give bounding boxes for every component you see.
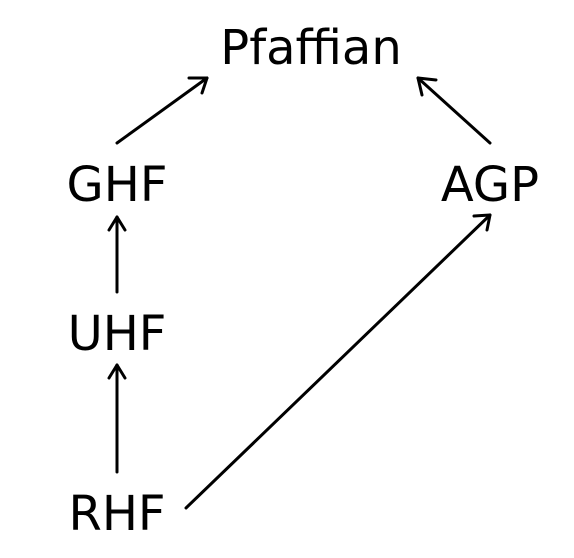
edge-agp-to-pfaffian (416, 76, 492, 145)
edge-ghf-to-pfaffian (115, 76, 209, 145)
edge-rhf-to-uhf (107, 363, 127, 474)
node-ghf: GHF (67, 157, 168, 213)
node-rhf: RHF (68, 486, 165, 542)
node-agp: AGP (441, 157, 539, 213)
node-uhf: UHF (68, 306, 167, 362)
edge-rhf-to-agp (184, 213, 492, 510)
edge-uhf-to-ghf (107, 215, 127, 294)
node-pfaffian: Pfaffian (220, 20, 402, 76)
